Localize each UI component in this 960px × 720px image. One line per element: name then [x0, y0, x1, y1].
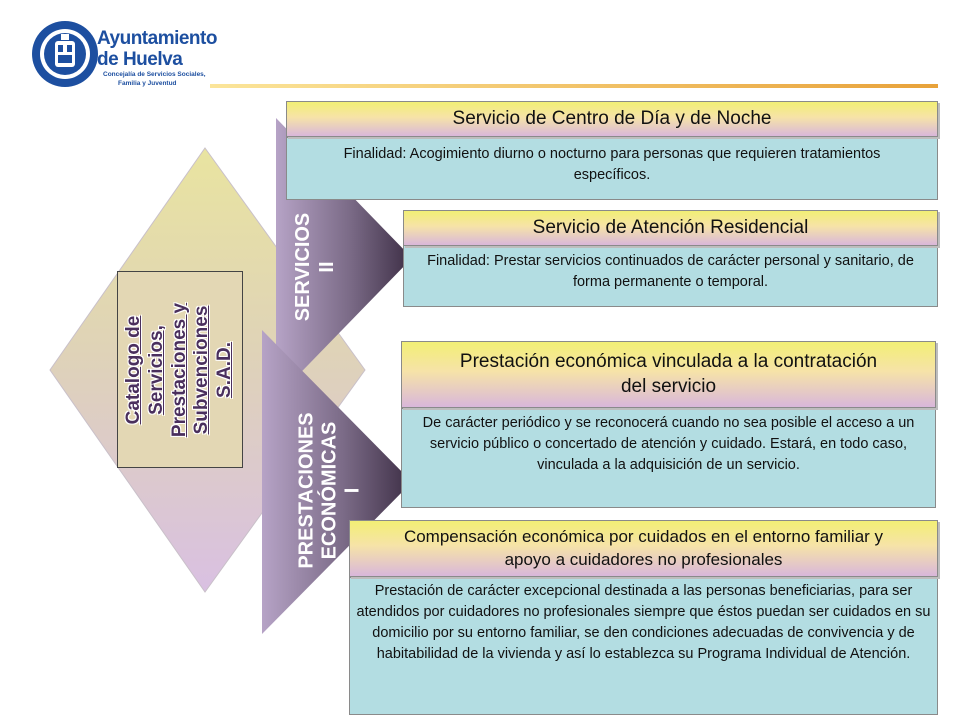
servicios-label: SERVICIOS II — [291, 182, 339, 352]
catalog-line4: Subvenciones — [191, 305, 213, 435]
logo-sub-line1: Concejalía de Servicios Sociales, — [103, 71, 206, 78]
catalog-line2: Servicios, — [145, 325, 167, 415]
item-title-atencion-residencial: Servicio de Atención Residencial — [403, 210, 938, 246]
item-title-compensacion: Compensación económica por cuidados en e… — [349, 520, 938, 577]
logo-sub-line2: Familia y Juventud — [118, 80, 177, 87]
huelva-seal-icon — [32, 21, 98, 87]
logo-name-line2: de Huelva — [97, 49, 183, 70]
header-rule — [210, 84, 938, 88]
catalog-line3: Prestaciones y — [168, 302, 190, 438]
item-desc-atencion-residencial: Finalidad: Prestar servicios continuados… — [403, 245, 938, 307]
item-title-prestacion-vinculada: Prestación económica vinculada a la cont… — [401, 341, 936, 408]
logo-name-line1: Ayuntamiento — [97, 28, 217, 49]
item-desc-prestacion-vinculada: De carácter periódico y se reconocerá cu… — [401, 408, 936, 508]
catalog-box — [117, 271, 243, 468]
item-desc-centro-dia: Finalidad: Acogimiento diurno o nocturno… — [286, 137, 938, 200]
catalog-label: Catalogo de Servicios, Prestaciones y Su… — [123, 275, 237, 465]
catalog-line1: Catalogo de — [123, 315, 145, 425]
prestaciones-triangle — [262, 330, 412, 634]
prestaciones-line2: ECONÓMICAS — [318, 421, 341, 560]
item-desc-compensacion: Prestación de carácter excepcional desti… — [349, 577, 938, 715]
catalog-line5: S.A.D. — [214, 342, 236, 398]
logo — [30, 18, 210, 98]
servicios-line2: II — [316, 261, 338, 273]
prestaciones-line1: PRESTACIONES — [295, 412, 318, 569]
servicios-line1: SERVICIOS — [292, 212, 314, 322]
item-title-centro-dia: Servicio de Centro de Día y de Noche — [286, 101, 938, 137]
